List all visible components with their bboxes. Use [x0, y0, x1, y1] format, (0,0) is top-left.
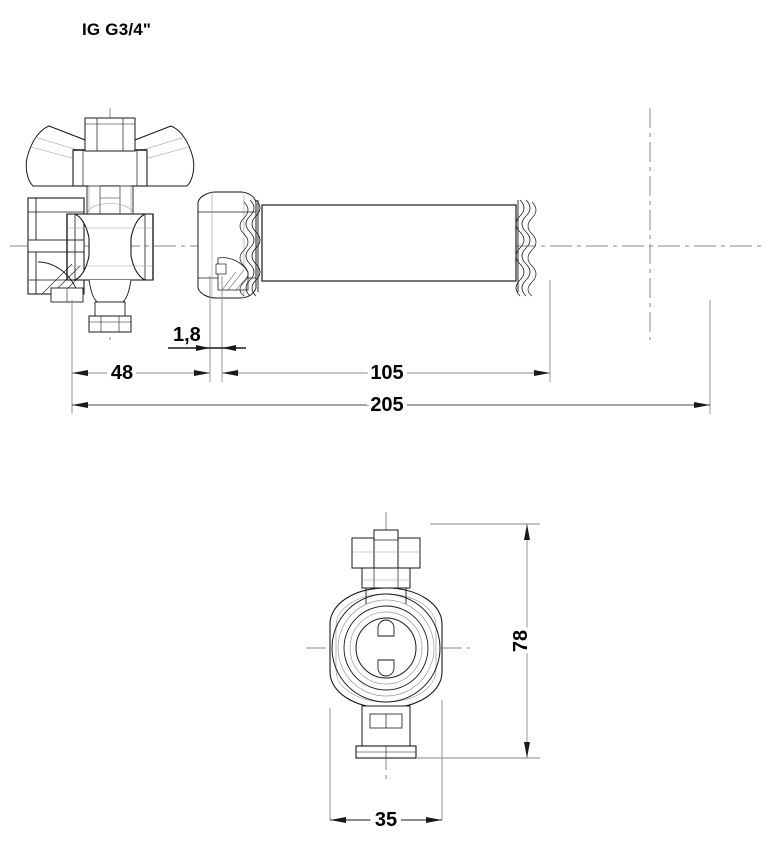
dimension-35-label: 35: [375, 809, 397, 831]
end-view-extension-lines: [329, 523, 540, 820]
dimension-78-label: 78: [510, 630, 532, 652]
dimension-48-label: 48: [111, 362, 133, 384]
dimension-35: 35: [330, 805, 442, 836]
right-thread-coil: [515, 199, 537, 297]
dimension-78: 78: [506, 524, 536, 758]
dimension-205: 205: [72, 390, 710, 420]
end-view: 78 35: [306, 512, 540, 836]
left-thread-coil: [239, 199, 261, 297]
dimension-48: 48: [72, 358, 210, 388]
dimension-105-label: 105: [370, 362, 403, 384]
dimension-1-8-label: 1,8: [173, 324, 201, 346]
end-view-hidden-edges: [365, 588, 407, 604]
end-view-bore-circles: [331, 593, 441, 703]
dimension-105: 105: [222, 358, 550, 388]
dimension-205-label: 205: [370, 394, 403, 416]
left-valve-assembly: [25, 108, 195, 340]
extension-lines: [71, 276, 711, 414]
connecting-tube: [261, 204, 517, 282]
end-view-port-features: [377, 619, 395, 677]
dimension-1-8: 1,8: [168, 324, 246, 351]
page-title: IG G3/4": [82, 20, 152, 39]
side-elevation-view: 1,8 48 105 205: [10, 108, 762, 420]
end-view-drain-plug: [355, 705, 417, 759]
end-view-stem-nut: [351, 529, 421, 589]
right-valve-assembly: [649, 108, 651, 340]
